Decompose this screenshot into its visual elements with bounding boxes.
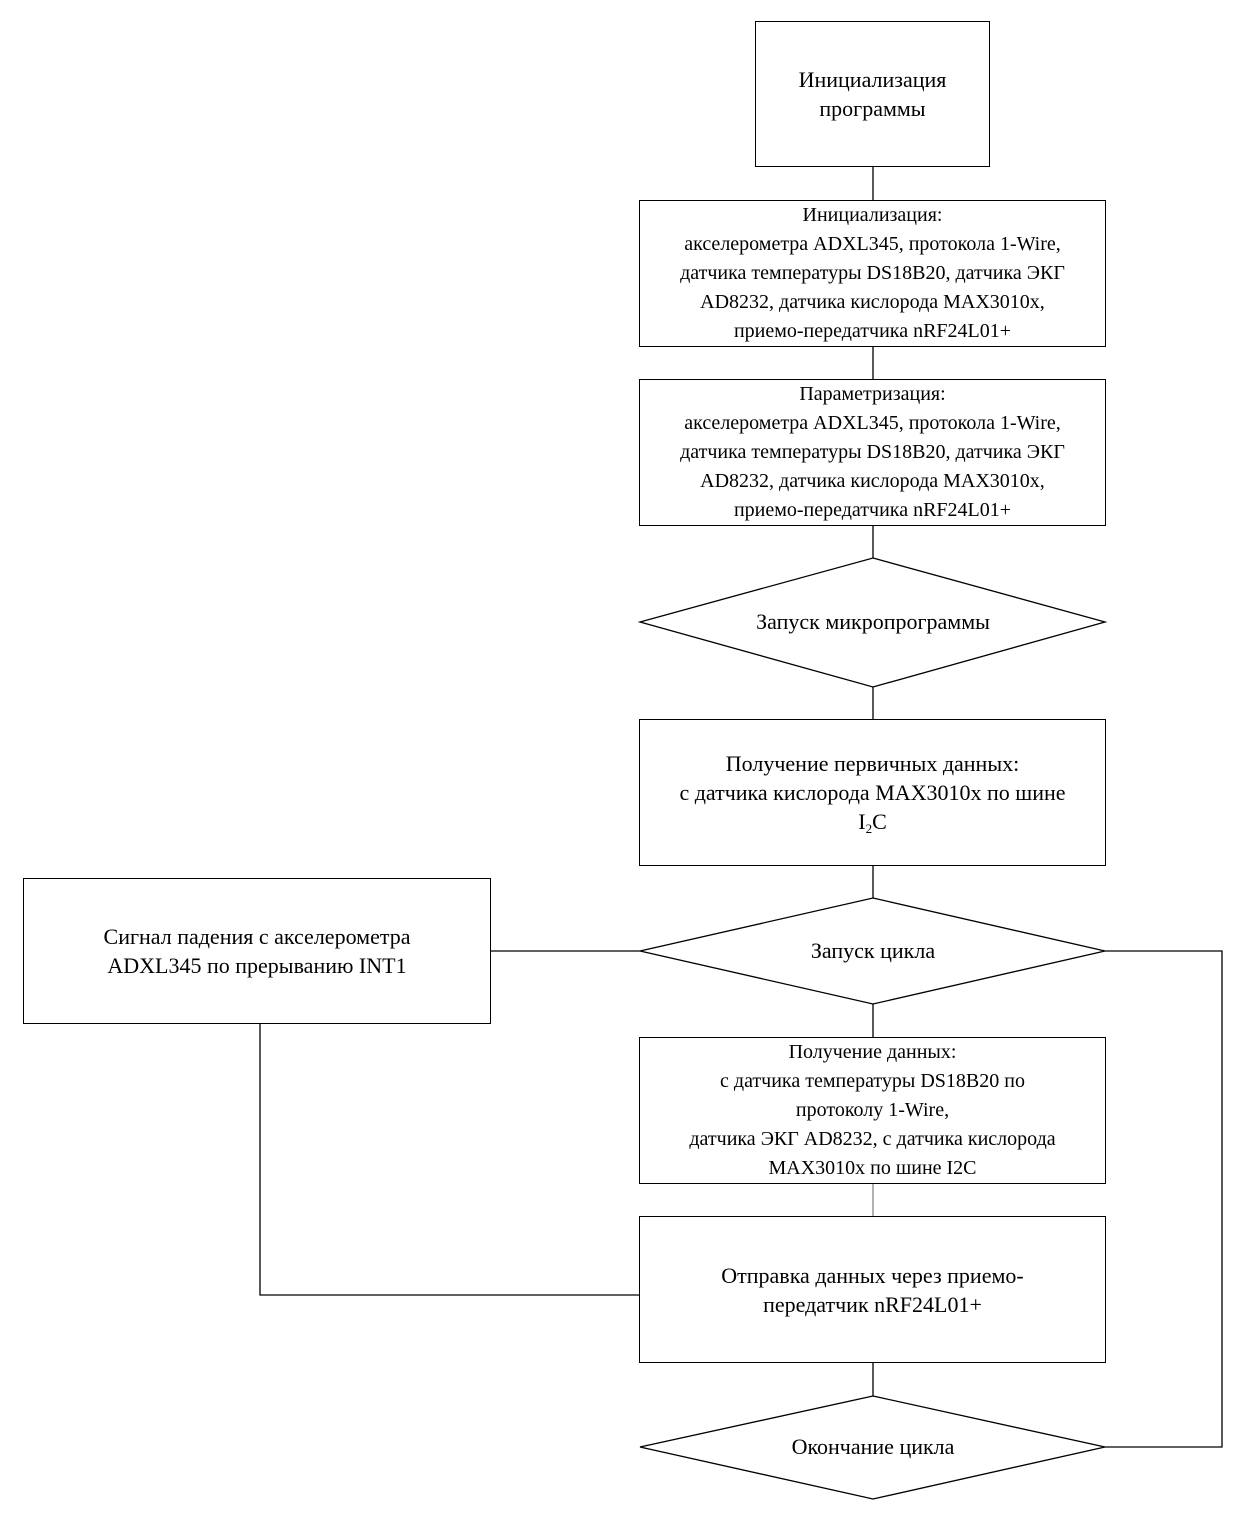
- get-data-line-2: с датчика температуры DS18B20 по: [720, 1070, 1025, 1092]
- fall-signal-box: Сигнал падения с акселерометра ADXL345 п…: [23, 878, 491, 1024]
- init-line-4: AD8232, датчика кислорода MAX3010x,: [700, 291, 1045, 313]
- loop-end-label: Окончание цикла: [791, 1434, 955, 1459]
- start-box: Инициализация программы: [755, 21, 990, 167]
- start-line-1: Инициализация: [798, 67, 947, 92]
- init-box: Инициализация: акселерометра ADXL345, пр…: [639, 200, 1106, 347]
- param-line-1: Параметризация:: [799, 383, 946, 405]
- primary-data-line-1: Получение первичных данных:: [725, 751, 1020, 776]
- send-data-line-2: передатчик nRF24L01+: [763, 1291, 982, 1317]
- bus-sub: 2: [865, 821, 873, 836]
- param-line-4: AD8232, датчика кислорода MAX3010x,: [700, 470, 1045, 492]
- connector-fall-send: [259, 1023, 640, 1296]
- init-line-3: датчика температуры DS18B20, датчика ЭКГ: [680, 262, 1065, 284]
- init-line-5: приемо-передатчика nRF24L01+: [733, 320, 1012, 342]
- param-line-5: приемо-передатчика nRF24L01+: [733, 499, 1012, 521]
- init-line-2: акселерометра ADXL345, протокола 1-Wire,: [684, 233, 1061, 255]
- launch-firmware-label: Запуск микропрограммы: [756, 609, 990, 634]
- param-line-2: акселерометра ADXL345, протокола 1-Wire,: [684, 412, 1061, 434]
- bus-main: I: [858, 809, 866, 834]
- get-data-line-4: датчика ЭКГ AD8232, с датчика кислорода: [689, 1128, 1056, 1150]
- get-data-box: Получение данных: с датчика температуры …: [639, 1037, 1106, 1184]
- diamond-launch-firmware: [637, 557, 1108, 688]
- primary-data-line-3: I2C: [858, 807, 887, 836]
- get-data-line-1: Получение данных:: [788, 1041, 957, 1063]
- primary-data-line-2: с датчика кислорода MAX3010x по шине: [679, 780, 1066, 805]
- start-line-2: программы: [819, 96, 926, 121]
- connector-loop-return: [1105, 950, 1223, 1448]
- diamond-loop-start: [639, 897, 1106, 1005]
- param-line-3: датчика температуры DS18B20, датчика ЭКГ: [680, 441, 1065, 463]
- bus-tail: C: [872, 809, 887, 834]
- init-line-1: Инициализация:: [802, 204, 943, 226]
- send-data-line-1: Отправка данных через приемо-: [721, 1262, 1024, 1288]
- primary-data-box: Получение первичных данных: с датчика ки…: [639, 719, 1106, 866]
- get-data-line-5: MAX3010x по шине I2C: [768, 1157, 977, 1179]
- send-data-box: Отправка данных через приемо- передатчик…: [639, 1216, 1106, 1363]
- diamond-loop-end: [639, 1395, 1106, 1500]
- loop-start-label: Запуск цикла: [810, 938, 936, 963]
- get-data-line-3: протоколу 1-Wire,: [795, 1099, 950, 1121]
- param-box: Параметризация: акселерометра ADXL345, п…: [639, 379, 1106, 526]
- fall-signal-line-1: Сигнал падения с акселерометра: [103, 924, 411, 949]
- fall-signal-line-2: ADXL345 по прерыванию INT1: [107, 953, 407, 978]
